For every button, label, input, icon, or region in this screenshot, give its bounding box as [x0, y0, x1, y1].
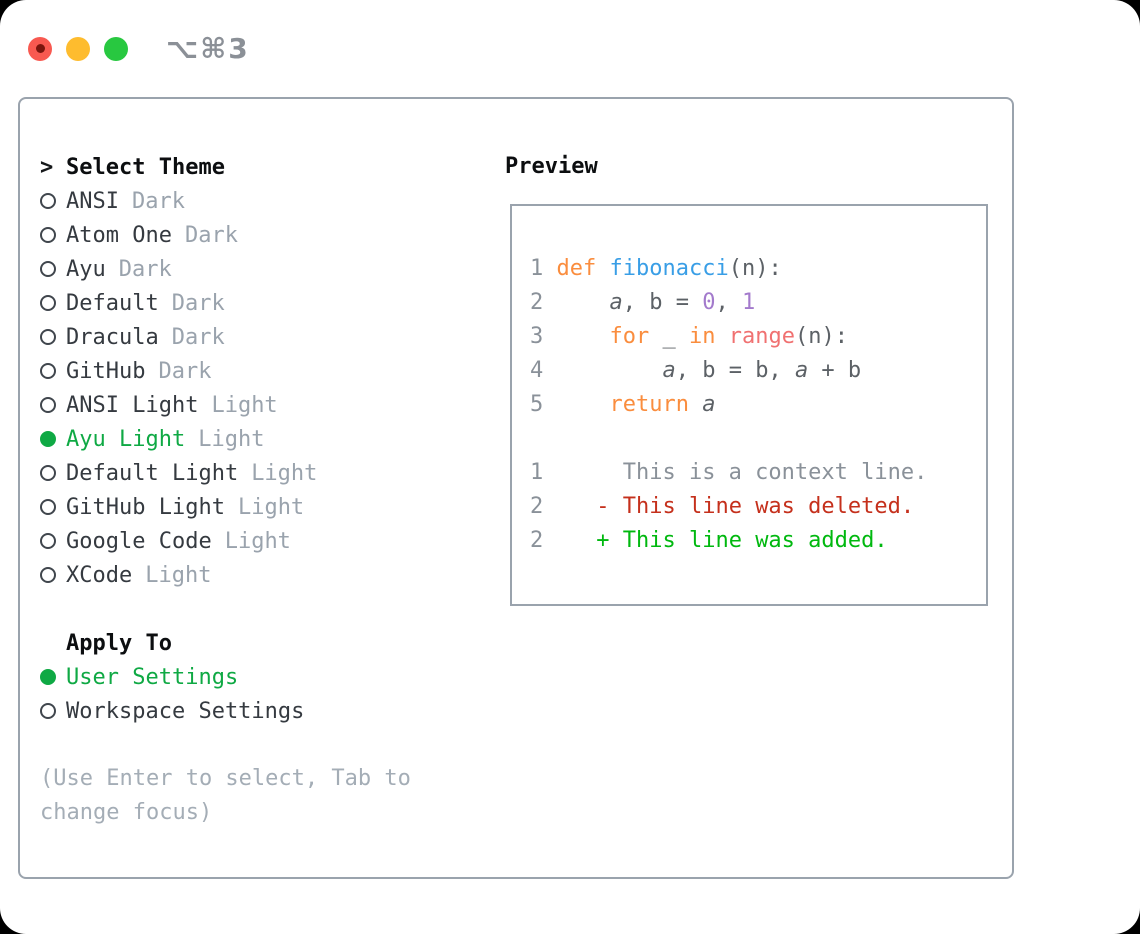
option-label: ANSI Light — [66, 392, 199, 418]
radio-icon — [40, 227, 56, 243]
theme-option[interactable]: Default Light Light — [40, 456, 317, 490]
option-variant: Dark — [131, 188, 185, 214]
option-variant: Light — [211, 392, 278, 418]
option-variant: Dark — [171, 324, 225, 350]
theme-option[interactable]: Default Dark — [40, 286, 317, 320]
minimize-button[interactable] — [66, 36, 90, 61]
option-label: Dracula — [66, 324, 159, 350]
theme-option[interactable]: Google Code Light — [40, 524, 317, 558]
code-line: 1 def fibonacci(n): — [530, 256, 782, 281]
code-line: 4 a, b = b, a + b — [530, 358, 862, 383]
option-variant: Light — [237, 494, 305, 520]
preview-box: 1 def fibonacci(n): 2 a, b = 0, 1 3 for _ … — [510, 204, 988, 606]
radio-icon — [40, 329, 56, 345]
select-theme-header-row: > Select Theme — [40, 150, 317, 184]
radio-icon — [40, 261, 56, 277]
theme-option[interactable]: Ayu Light Light — [40, 422, 317, 456]
option-variant: Dark — [184, 222, 238, 248]
option-label: ANSI — [66, 188, 119, 214]
unsaved-dot-icon — [35, 44, 45, 53]
code-line: 2 a, b = 0, 1 — [530, 290, 756, 315]
option-label: User Settings — [66, 664, 239, 690]
select-theme-title: Select Theme — [66, 154, 225, 180]
option-variant: Dark — [118, 256, 172, 282]
option-variant: Light — [224, 528, 291, 554]
theme-option[interactable]: Ayu Dark — [40, 252, 317, 286]
option-variant: Light — [251, 460, 318, 486]
option-label: Google Code — [66, 528, 212, 554]
code-line — [530, 422, 986, 456]
code-line: 1 This is a context line. — [530, 460, 928, 485]
code-line: 5 return a — [530, 392, 716, 417]
prompt-caret-icon: > — [40, 154, 54, 180]
theme-option[interactable]: ANSI Dark — [40, 184, 317, 218]
option-label: Atom One — [66, 222, 172, 248]
radio-icon — [40, 499, 56, 515]
option-variant: Dark — [171, 290, 225, 316]
code-line: 2 - This line was deleted. — [530, 494, 915, 519]
radio-icon — [40, 533, 56, 549]
code-line: 3 for _ in range(n): — [530, 324, 848, 349]
option-label: Default — [66, 290, 159, 316]
theme-option[interactable]: ANSI Light Light — [40, 388, 317, 422]
code-preview: 1 def fibonacci(n): 2 a, b = 0, 1 3 for _ … — [512, 206, 986, 558]
theme-option[interactable]: GitHub Light Light — [40, 490, 317, 524]
apply-to-option[interactable]: User Settings — [40, 660, 304, 694]
option-label: Ayu Light — [66, 426, 186, 452]
hint-text: (Use Enter to select, Tab to change focu… — [40, 766, 411, 825]
titlebar: ⌥⌘3 — [0, 0, 1140, 97]
theme-option[interactable]: Atom One Dark — [40, 218, 317, 252]
code-line: 2 + This line was added. — [530, 528, 888, 553]
window-title: ⌥⌘3 — [166, 32, 250, 65]
radio-icon — [40, 397, 56, 413]
apply-to-header-row: Apply To — [40, 626, 304, 660]
traffic-lights — [28, 36, 128, 61]
apply-to-option[interactable]: Workspace Settings — [40, 694, 304, 728]
radio-icon — [40, 567, 56, 583]
radio-selected-icon — [40, 431, 56, 447]
option-variant: Dark — [158, 358, 212, 384]
zoom-button[interactable] — [104, 36, 128, 61]
radio-selected-icon — [40, 669, 56, 685]
option-label: GitHub — [66, 358, 146, 384]
option-label: GitHub Light — [66, 494, 225, 520]
radio-icon — [40, 703, 56, 719]
option-label: Ayu — [66, 256, 106, 282]
theme-option[interactable]: GitHub Dark — [40, 354, 317, 388]
radio-icon — [40, 465, 56, 481]
apply-to-title: Apply To — [66, 630, 172, 656]
option-variant: Light — [198, 426, 265, 452]
option-label: XCode — [66, 562, 133, 588]
theme-option[interactable]: XCode Light — [40, 558, 317, 592]
radio-icon — [40, 363, 56, 379]
option-label: Workspace Settings — [66, 698, 305, 724]
close-button[interactable] — [28, 36, 52, 61]
preview-title: Preview — [505, 154, 598, 179]
radio-icon — [40, 295, 56, 311]
option-variant: Light — [145, 562, 212, 588]
theme-option[interactable]: Dracula Dark — [40, 320, 317, 354]
option-label: Default Light — [66, 460, 239, 486]
radio-icon — [40, 193, 56, 209]
